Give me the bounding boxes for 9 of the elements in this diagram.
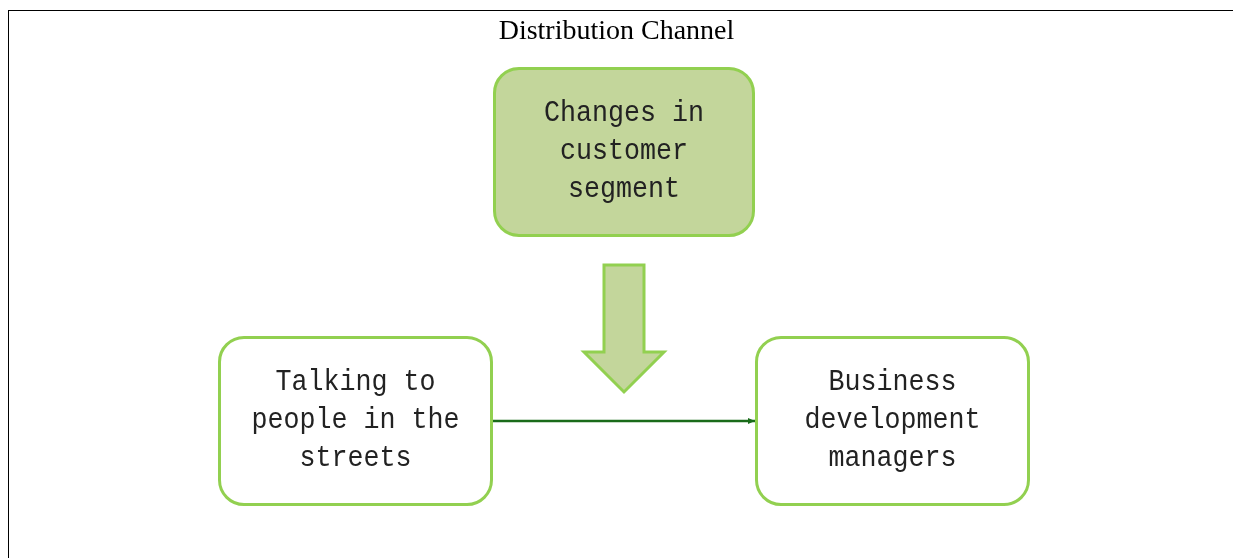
node-text: Business development managers <box>803 365 982 477</box>
node-text: Talking to people in the streets <box>250 365 461 477</box>
node-text: Changes in customer segment <box>542 96 706 208</box>
process-box <box>218 336 493 506</box>
title: Distribution Channel <box>497 14 736 46</box>
process-box <box>755 336 1030 506</box>
block-arrow <box>580 263 668 395</box>
process-box <box>493 67 755 237</box>
arrow <box>493 418 755 424</box>
